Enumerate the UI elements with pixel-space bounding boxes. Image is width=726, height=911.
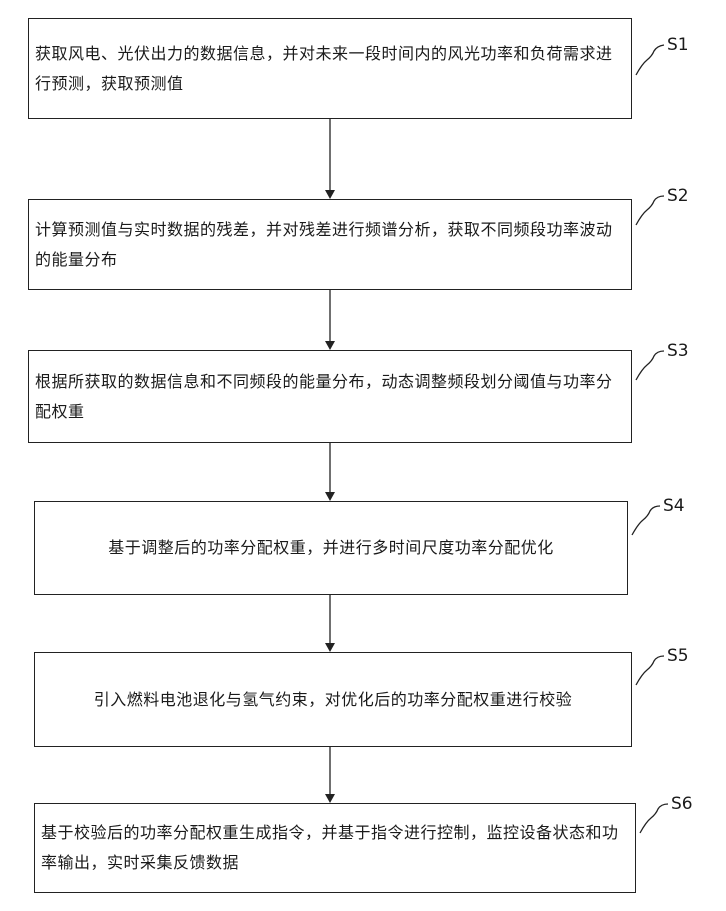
step-text-s1: 获取风电、光伏出力的数据信息，并对未来一段时间内的风光功率和负荷需求进行预测，获… [29, 39, 631, 99]
leader-s5 [636, 656, 664, 685]
step-text-s4: 基于调整后的功率分配权重，并进行多时间尺度功率分配优化 [35, 533, 627, 563]
leader-s1 [636, 45, 664, 75]
arrow-s2-s3-head [325, 341, 335, 350]
leader-s2 [636, 196, 664, 225]
step-box-s3: 根据所获取的数据信息和不同频段的能量分布，动态调整频段划分阈值与功率分配权重 [28, 350, 632, 443]
step-box-s2: 计算预测值与实时数据的残差，并对残差进行频谱分析，获取不同频段功率波动的能量分布 [28, 199, 632, 290]
arrow-s1-s2-head [325, 190, 335, 199]
step-label-s4: S4 [663, 496, 685, 516]
step-text-s3: 根据所获取的数据信息和不同频段的能量分布，动态调整频段划分阈值与功率分配权重 [29, 367, 631, 427]
arrow-s4-s5-head [325, 643, 335, 652]
step-label-s6: S6 [671, 794, 693, 814]
step-text-s2: 计算预测值与实时数据的残差，并对残差进行频谱分析，获取不同频段功率波动的能量分布 [29, 215, 631, 275]
step-text-s6: 基于校验后的功率分配权重生成指令，并基于指令进行控制，监控设备状态和功率输出，实… [35, 818, 635, 878]
leader-s4 [632, 506, 660, 535]
step-box-s1: 获取风电、光伏出力的数据信息，并对未来一段时间内的风光功率和负荷需求进行预测，获… [28, 18, 632, 119]
step-label-s3: S3 [667, 341, 689, 361]
step-box-s4: 基于调整后的功率分配权重，并进行多时间尺度功率分配优化 [34, 501, 628, 595]
step-box-s6: 基于校验后的功率分配权重生成指令，并基于指令进行控制，监控设备状态和功率输出，实… [34, 803, 636, 893]
step-box-s5: 引入燃料电池退化与氢气约束，对优化后的功率分配权重进行校验 [34, 652, 632, 747]
step-label-s1: S1 [667, 35, 689, 55]
arrow-s3-s4-head [325, 492, 335, 501]
leader-s3 [636, 351, 664, 380]
step-text-s5: 引入燃料电池退化与氢气约束，对优化后的功率分配权重进行校验 [35, 685, 631, 715]
step-label-s5: S5 [667, 646, 689, 666]
arrow-s5-s6-head [325, 794, 335, 803]
step-label-s2: S2 [667, 186, 689, 206]
leader-s6 [640, 804, 668, 833]
